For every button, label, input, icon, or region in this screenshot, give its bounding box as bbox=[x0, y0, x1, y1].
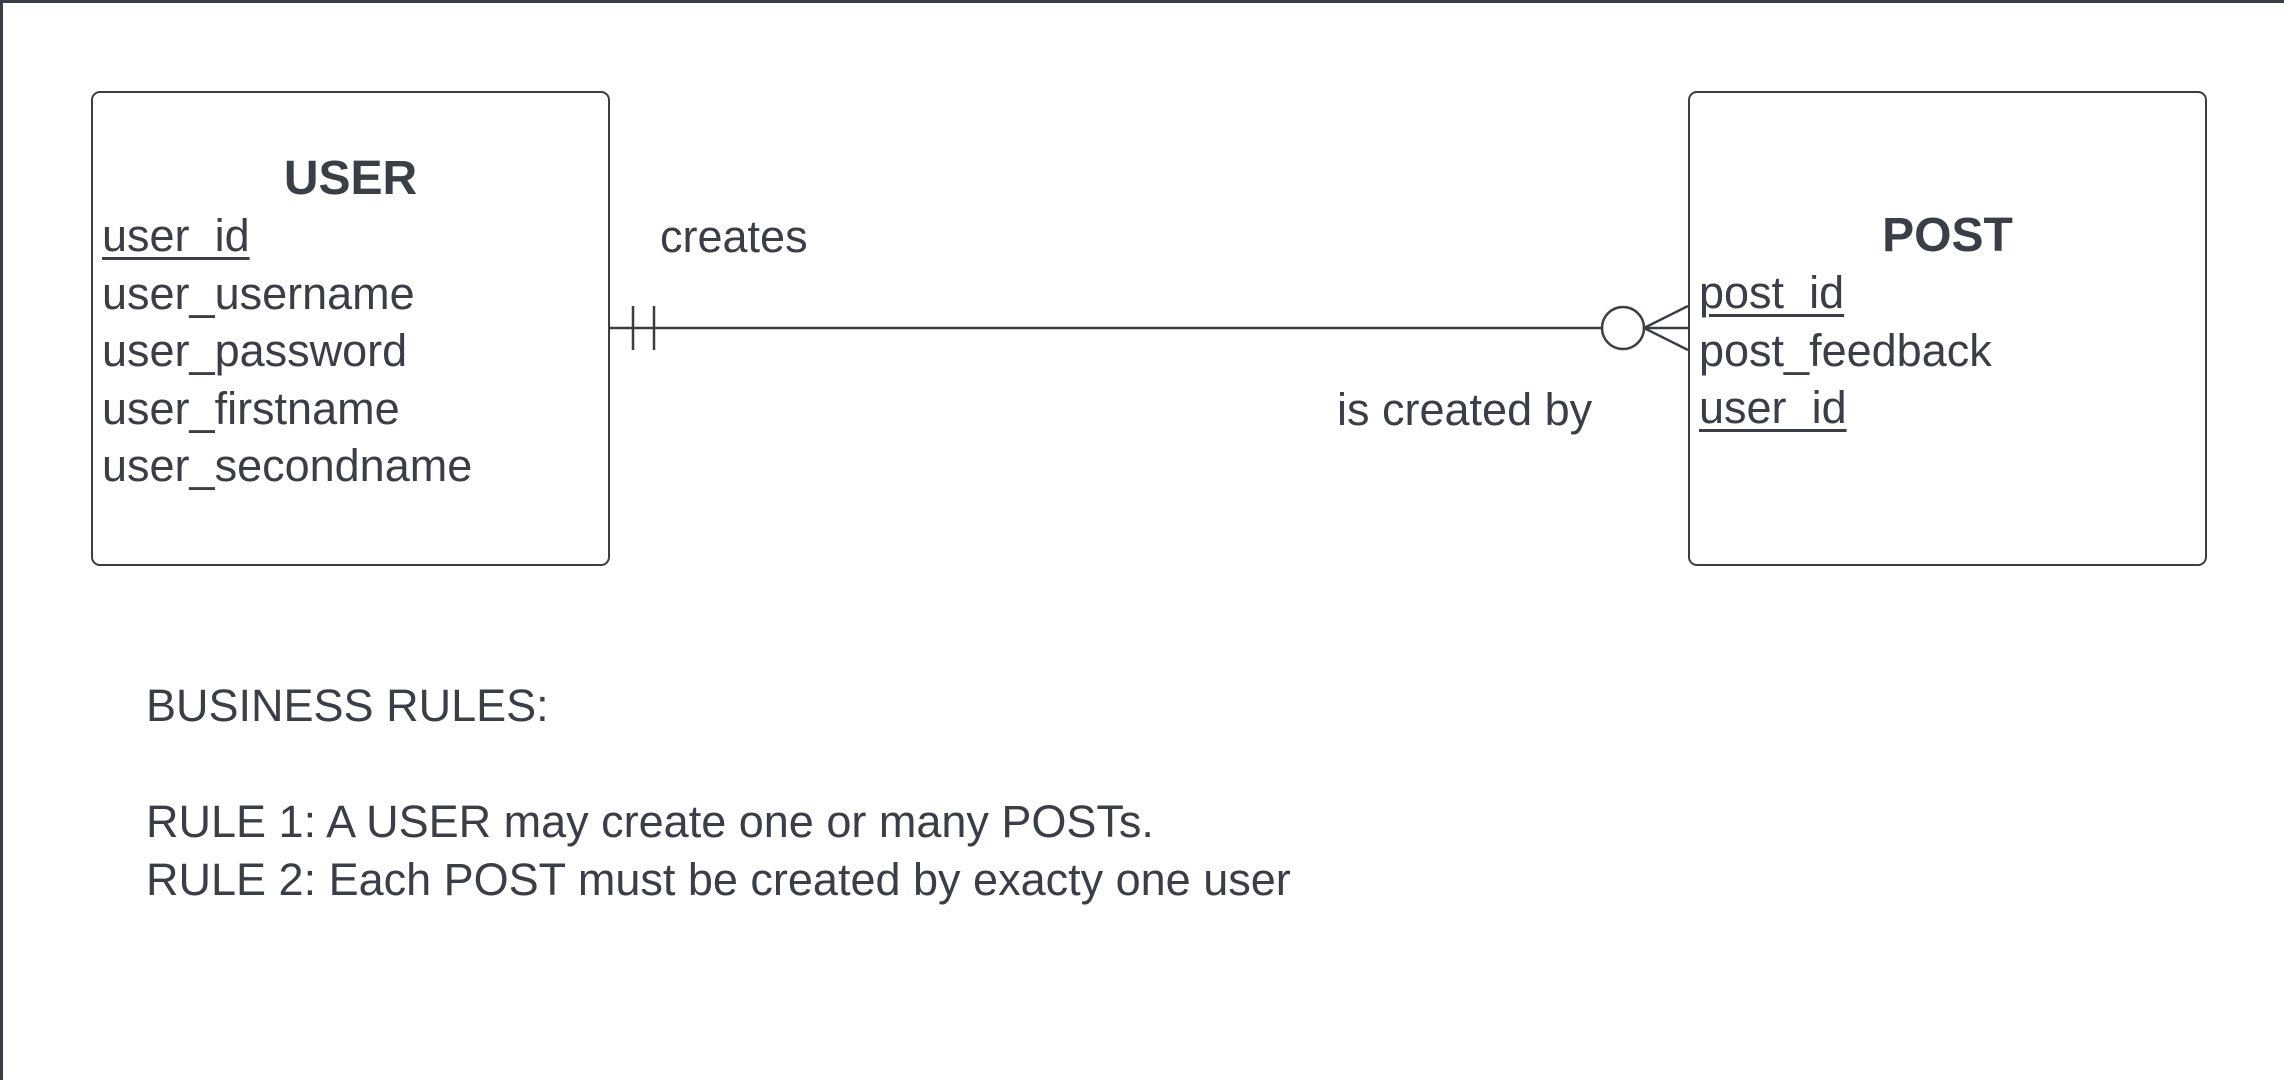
post-entity-title: POST bbox=[1882, 209, 2013, 262]
post-attribute-foreign-key: user_id bbox=[1699, 382, 1847, 433]
user-attribute: user_username bbox=[102, 267, 415, 319]
business-rule-1: RULE 1: A USER may create one or many PO… bbox=[146, 796, 1154, 847]
relationship-label-creates: creates bbox=[660, 211, 808, 262]
crows-foot-upper bbox=[1643, 304, 1689, 330]
user-attribute-list: user_id user_username user_password user… bbox=[102, 207, 472, 495]
user-entity-title: USER bbox=[283, 152, 418, 205]
business-rules: BUSINESS RULES: RULE 1: A USER may creat… bbox=[146, 677, 1291, 909]
user-attribute-primary-key: user_id bbox=[102, 210, 250, 261]
user-attribute: user_secondname bbox=[102, 440, 473, 491]
crows-foot-lower bbox=[1643, 326, 1689, 352]
post-entity[interactable]: POST post_id post_feedback user_id bbox=[1688, 91, 2207, 566]
user-attribute: user_firstname bbox=[102, 382, 400, 434]
user-attribute: user_password bbox=[102, 325, 408, 376]
user-entity[interactable]: USER user_id user_username user_password… bbox=[91, 91, 610, 566]
post-attribute-primary-key: post_id bbox=[1699, 267, 1845, 318]
relationship-label-is-created-by: is created by bbox=[1337, 384, 1593, 435]
post-attribute-list: post_id post_feedback user_id bbox=[1699, 264, 1992, 437]
optional-zero-circle bbox=[1600, 305, 1646, 351]
post-attribute: post_feedback bbox=[1699, 324, 1992, 376]
business-rule-2: RULE 2: Each POST must be created by exa… bbox=[146, 854, 1291, 905]
business-rules-heading: BUSINESS RULES: bbox=[146, 680, 549, 731]
